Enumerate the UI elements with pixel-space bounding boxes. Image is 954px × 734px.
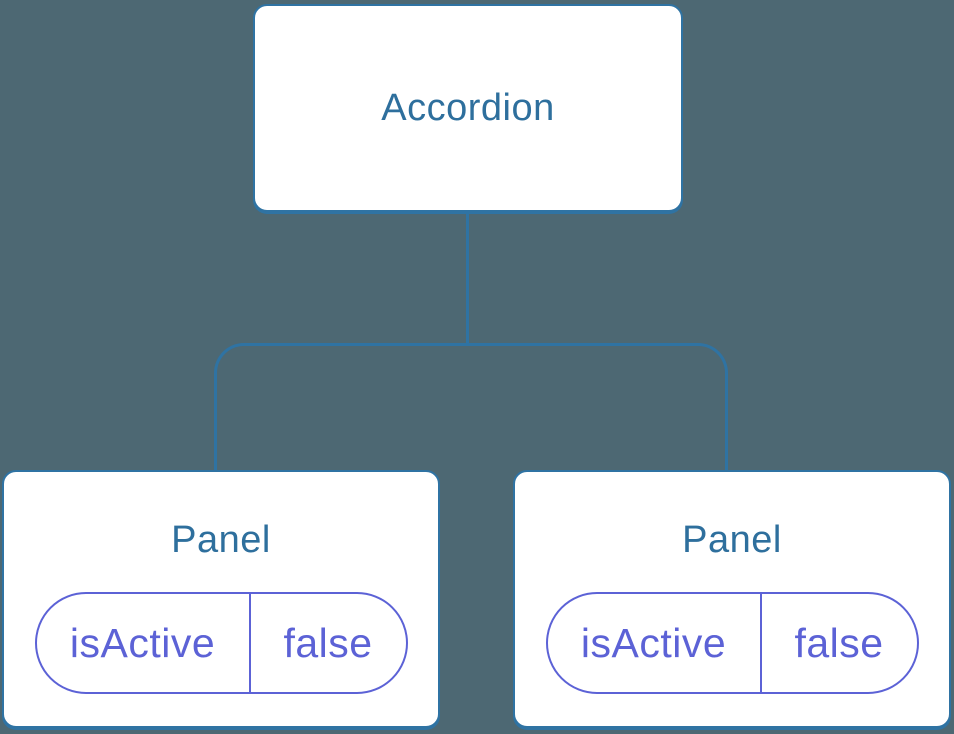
panel-node-label: Panel xyxy=(682,519,782,561)
state-key-label: isActive xyxy=(548,594,762,692)
panel-node-label: Panel xyxy=(171,519,271,561)
tree-node-panel-2: Panel isActive false xyxy=(513,470,951,728)
accordion-node-label: Accordion xyxy=(381,87,555,129)
tree-node-panel-1: Panel isActive false xyxy=(2,470,440,728)
tree-node-accordion: Accordion xyxy=(253,4,683,212)
state-value-label: false xyxy=(283,619,373,666)
state-pill: isActive false xyxy=(545,592,919,694)
connector-stem xyxy=(466,212,469,346)
connector-branch xyxy=(214,343,728,470)
state-key-label: isActive xyxy=(37,594,251,692)
state-value-label: false xyxy=(794,619,884,666)
state-pill: isActive false xyxy=(34,592,408,694)
